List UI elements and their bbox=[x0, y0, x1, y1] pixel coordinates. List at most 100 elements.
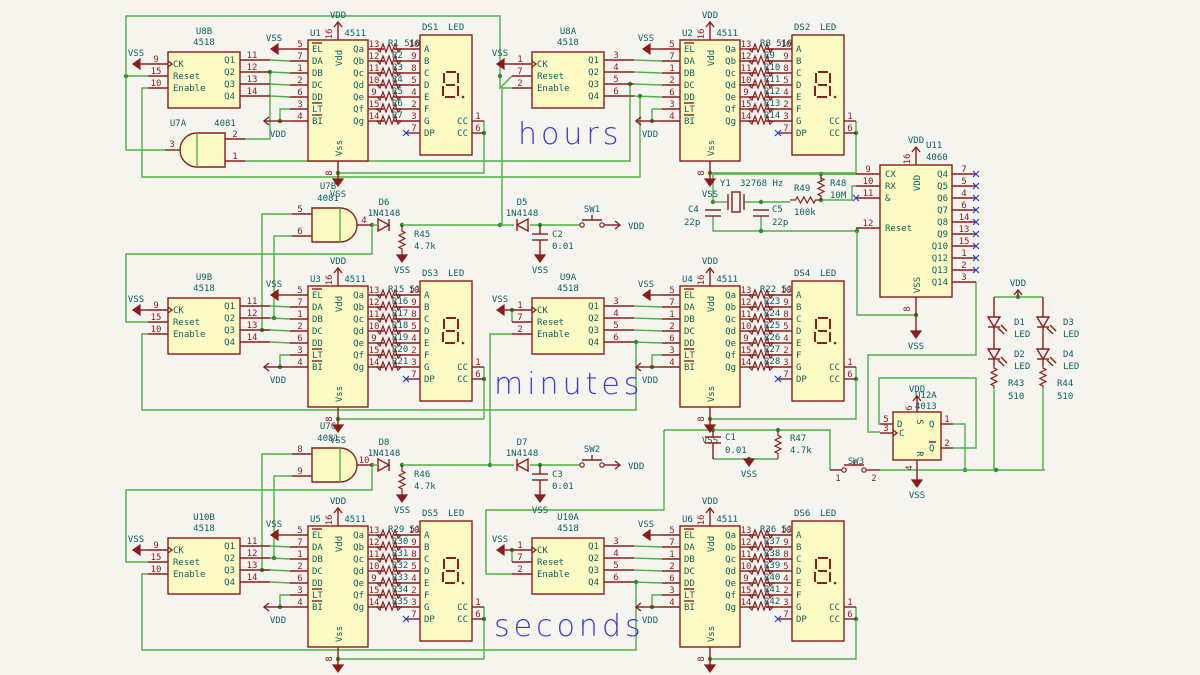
wire[interactable] bbox=[269, 545, 291, 548]
wire[interactable] bbox=[485, 430, 665, 575]
pin-number: 1 bbox=[297, 64, 302, 74]
vdd-symbol: VDD bbox=[702, 11, 718, 28]
capacitor bbox=[532, 233, 548, 241]
wire[interactable] bbox=[651, 594, 662, 607]
wire[interactable] bbox=[269, 305, 291, 308]
wire[interactable] bbox=[712, 216, 856, 232]
segment bbox=[446, 71, 456, 73]
wire[interactable] bbox=[651, 108, 662, 121]
wire[interactable] bbox=[821, 185, 856, 201]
resistor-icon bbox=[747, 288, 775, 300]
wire[interactable] bbox=[125, 225, 373, 323]
wire[interactable] bbox=[878, 377, 977, 449]
wire[interactable] bbox=[664, 429, 831, 470]
wire[interactable] bbox=[269, 95, 291, 98]
pin-name-vss: VSS bbox=[913, 277, 923, 293]
pin-name-bi: BI bbox=[684, 363, 695, 373]
pin-number: 13 bbox=[369, 40, 380, 50]
wire[interactable] bbox=[125, 465, 373, 563]
resistor-ref: R45 bbox=[414, 230, 430, 240]
wire[interactable] bbox=[501, 87, 512, 225]
pin-number: 3 bbox=[669, 346, 674, 356]
diode-value: 1N4148 bbox=[506, 209, 539, 219]
wire[interactable] bbox=[141, 333, 637, 411]
wire[interactable] bbox=[141, 87, 641, 178]
wire[interactable] bbox=[633, 317, 663, 320]
wire[interactable] bbox=[633, 305, 663, 308]
pin-name-enable: Enable bbox=[537, 84, 570, 94]
pin-name-da: DA bbox=[684, 57, 695, 67]
wire[interactable] bbox=[141, 573, 637, 651]
segment-dp bbox=[461, 341, 465, 345]
pin-number: 12 bbox=[863, 219, 874, 229]
wire[interactable] bbox=[633, 569, 663, 572]
wire[interactable] bbox=[273, 235, 292, 318]
wire[interactable] bbox=[261, 213, 292, 330]
display-label: LED bbox=[820, 269, 836, 279]
resistor-ref: R19 bbox=[392, 333, 408, 343]
wire[interactable] bbox=[489, 333, 512, 465]
pin-name-qg: Qg bbox=[353, 117, 364, 127]
vss-symbol: VSS bbox=[330, 424, 346, 446]
pin-number: 3 bbox=[613, 537, 618, 547]
wire[interactable] bbox=[710, 133, 857, 174]
wire[interactable] bbox=[712, 173, 856, 202]
switch-sw1[interactable] bbox=[579, 215, 605, 228]
pin-number: 4 bbox=[361, 216, 366, 226]
wire[interactable] bbox=[269, 329, 291, 332]
wire[interactable] bbox=[633, 545, 663, 548]
wire[interactable] bbox=[279, 108, 290, 121]
wire[interactable] bbox=[338, 379, 485, 420]
pin-name-q3: Q3 bbox=[224, 80, 235, 90]
wire[interactable] bbox=[279, 354, 290, 367]
pin-number: 3 bbox=[783, 598, 788, 608]
led-ray bbox=[1046, 327, 1054, 335]
resistor-icon bbox=[747, 540, 775, 552]
clock-edge-icon bbox=[892, 429, 899, 437]
pin-number: 2 bbox=[961, 261, 966, 271]
wire[interactable] bbox=[633, 59, 663, 62]
diode-ref: D7 bbox=[517, 438, 528, 448]
wire[interactable] bbox=[633, 83, 663, 86]
pin-number: 8 bbox=[783, 64, 788, 74]
pin-number: 7 bbox=[411, 610, 416, 620]
wire[interactable] bbox=[279, 594, 290, 607]
wire[interactable] bbox=[338, 619, 485, 660]
wire[interactable] bbox=[633, 557, 663, 560]
wire[interactable] bbox=[245, 72, 271, 140]
wire[interactable] bbox=[269, 341, 291, 344]
pin-number: 2 bbox=[411, 100, 416, 110]
pin-name-q4: Q4 bbox=[224, 578, 235, 588]
wire[interactable] bbox=[633, 341, 663, 344]
switch-sw2[interactable] bbox=[579, 455, 605, 468]
wire[interactable] bbox=[269, 83, 291, 86]
segment bbox=[829, 572, 831, 582]
wire[interactable] bbox=[633, 581, 663, 584]
wire[interactable] bbox=[125, 15, 513, 90]
pin-name-dp: DP bbox=[796, 615, 807, 625]
wire[interactable] bbox=[651, 354, 662, 367]
wire[interactable] bbox=[710, 619, 857, 660]
wire[interactable] bbox=[953, 423, 966, 470]
wire[interactable] bbox=[867, 282, 977, 433]
wire[interactable] bbox=[273, 475, 292, 558]
wire[interactable] bbox=[338, 133, 485, 174]
vdd-arrow-icon bbox=[912, 394, 922, 402]
wire[interactable] bbox=[261, 453, 292, 570]
pin-number: 15 bbox=[369, 100, 380, 110]
wire[interactable] bbox=[245, 84, 631, 162]
wire[interactable] bbox=[710, 379, 857, 420]
wire[interactable] bbox=[633, 329, 663, 332]
diode-icon bbox=[515, 457, 529, 473]
pin-number: 16 bbox=[903, 154, 913, 165]
wire[interactable] bbox=[856, 231, 916, 316]
wire[interactable] bbox=[269, 569, 291, 572]
vss-ground-icon bbox=[742, 458, 756, 468]
pin-number: 1 bbox=[475, 598, 480, 608]
wire[interactable] bbox=[125, 75, 165, 151]
wire[interactable] bbox=[269, 581, 291, 584]
wire[interactable] bbox=[269, 71, 291, 74]
wire[interactable] bbox=[269, 59, 291, 62]
wire[interactable] bbox=[633, 71, 663, 74]
